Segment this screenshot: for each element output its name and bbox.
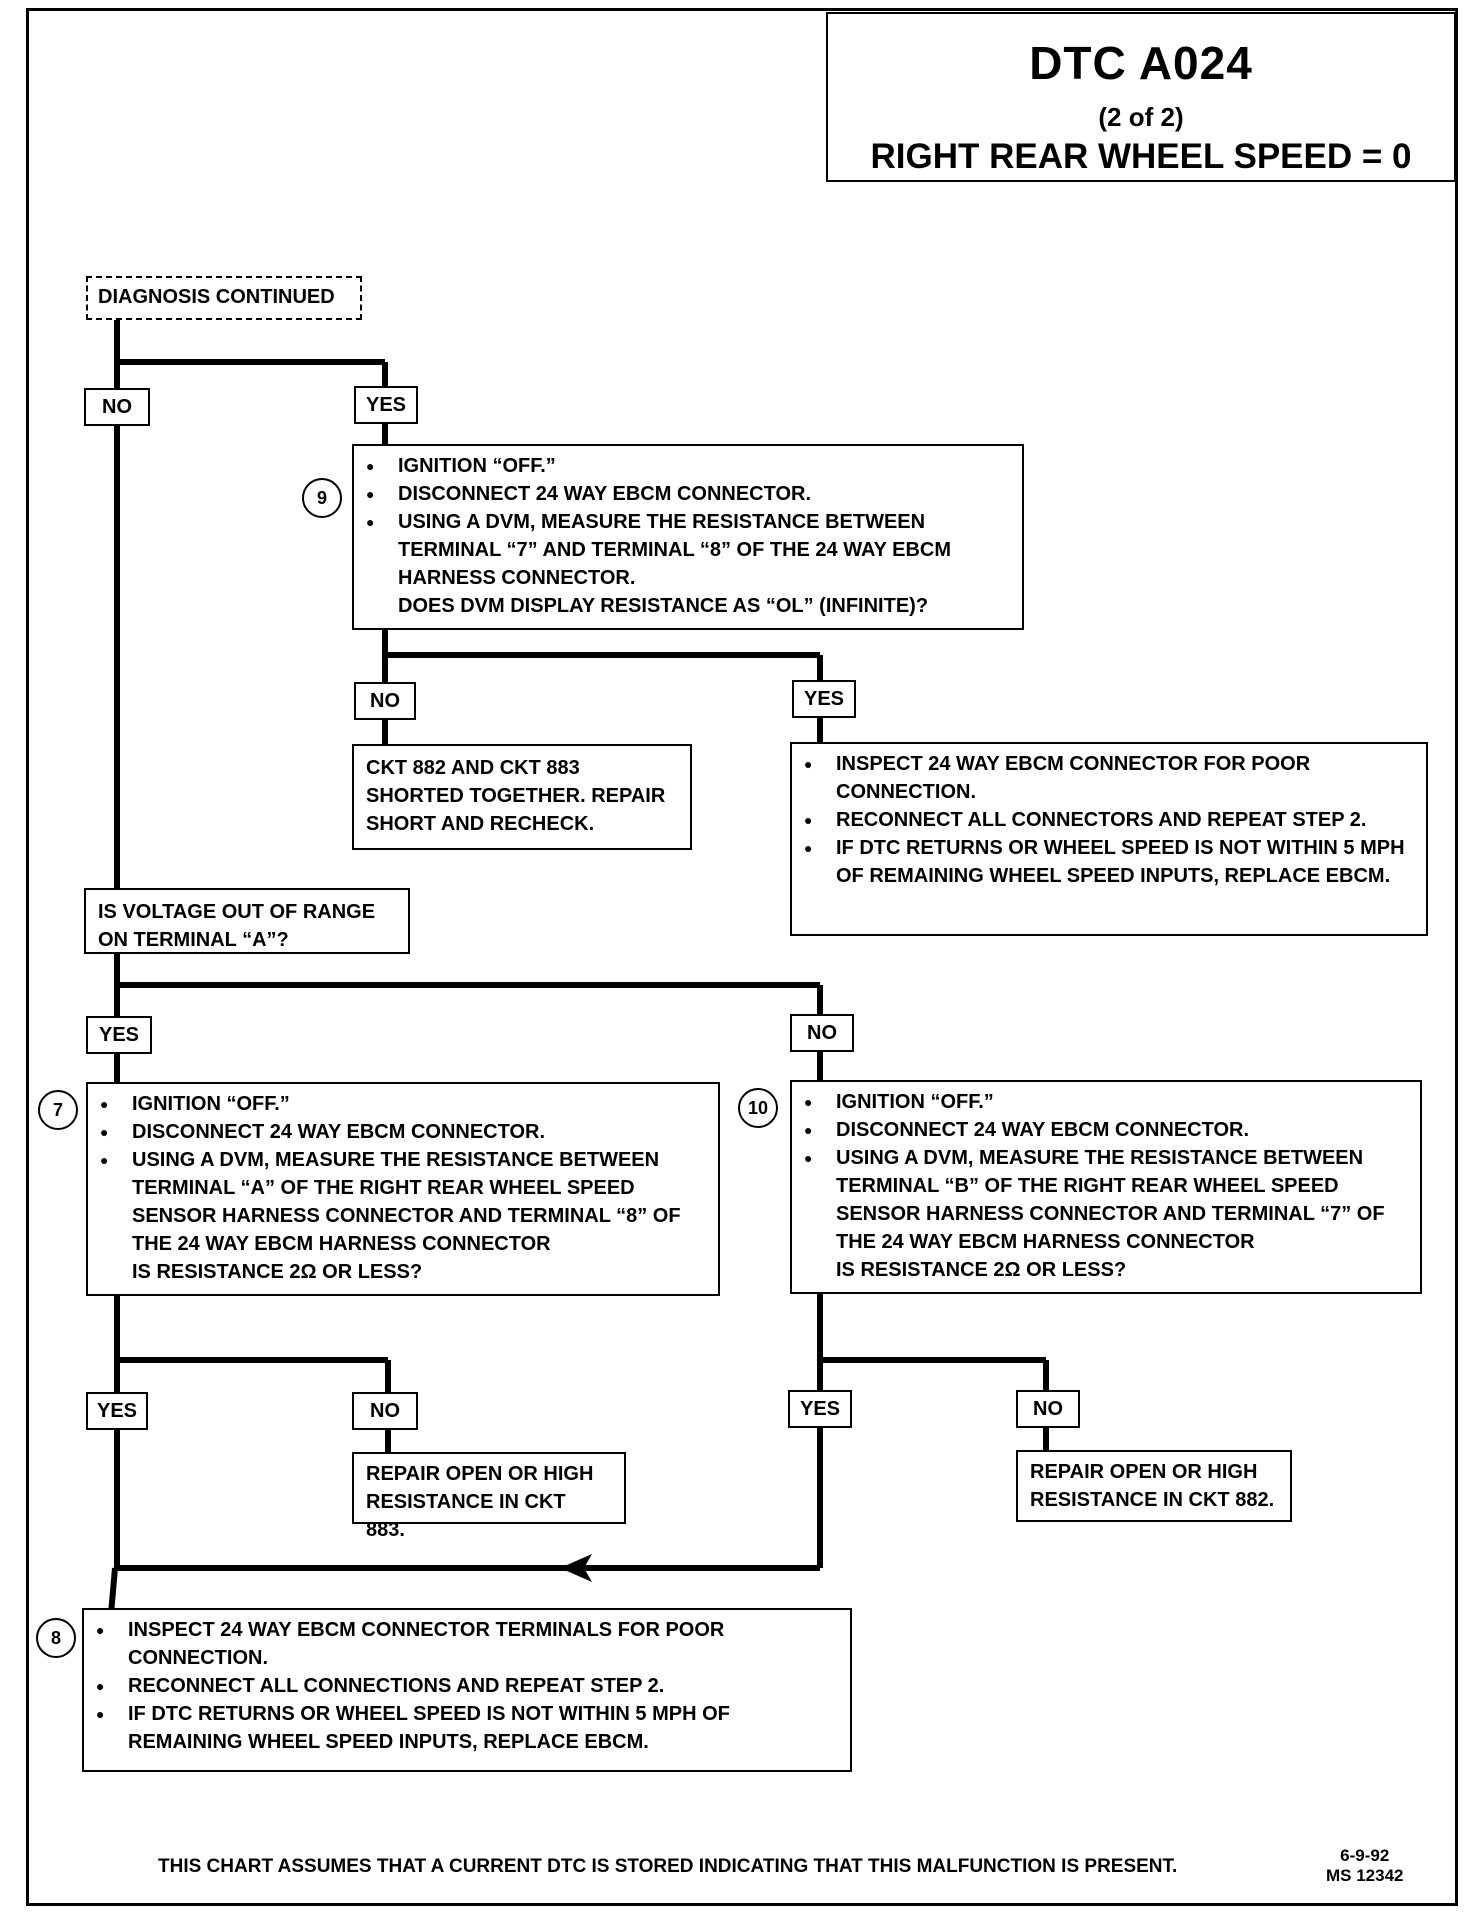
document-date: 6-9-92 [1340,1846,1390,1865]
dtc-code-title: DTC A024 [1029,37,1253,89]
branch-no-label: NO [352,1392,418,1430]
chart-footnote: THIS CHART ASSUMES THAT A CURRENT DTC IS… [158,1856,1178,1877]
document-stamp: 6-9-92 MS 12342 [1326,1846,1404,1886]
step-8-marker: 8 [36,1618,76,1658]
page-part: (2 of 2) [1098,102,1184,132]
branch-no-label: NO [354,682,416,720]
step-10-box: IGNITION “OFF.” DISCONNECT 24 WAY EBCM C… [790,1080,1422,1294]
step-9-bullet: USING A DVM, MEASURE THE RESISTANCE BETW… [354,508,1012,592]
step-10-bullet: DISCONNECT 24 WAY EBCM CONNECTOR. [792,1116,1410,1144]
title-block: DTC A024 (2 of 2) RIGHT REAR WHEEL SPEED… [826,12,1456,182]
voltage-question-box: IS VOLTAGE OUT OF RANGE ON TERMINAL “A”? [84,888,410,954]
step-9-bullet: DISCONNECT 24 WAY EBCM CONNECTOR. [354,480,1012,508]
repair-883-text: REPAIR OPEN OR HIGH RESISTANCE IN CKT 88… [366,1463,594,1541]
branch-yes-label: YES [86,1016,152,1054]
branch-yes-label: YES [86,1392,148,1430]
branch-no-label: NO [1016,1390,1080,1428]
short-together-text: CKT 882 AND CKT 883 SHORTED TOGETHER. RE… [366,757,666,835]
step-9-bullet: IGNITION “OFF.” [354,452,1012,480]
short-together-result: CKT 882 AND CKT 883 SHORTED TOGETHER. RE… [352,744,692,850]
step-10-question: IS RESISTANCE 2Ω OR LESS? [836,1259,1127,1281]
voltage-question-text: IS VOLTAGE OUT OF RANGE ON TERMINAL “A”? [98,901,376,951]
step-7-bullet: USING A DVM, MEASURE THE RESISTANCE BETW… [88,1146,708,1258]
branch-yes-label: YES [788,1390,852,1428]
flow-arrow-icon [560,1554,592,1582]
branch-yes-label: YES [792,680,856,718]
step-9-marker: 9 [302,478,342,518]
reconnect-bullet: RECONNECT ALL CONNECTORS AND REPEAT STEP… [792,806,1416,834]
branch-no-label: NO [790,1014,854,1052]
step-7-question: IS RESISTANCE 2Ω OR LESS? [132,1261,423,1283]
dtc-subtitle: RIGHT REAR WHEEL SPEED = 0 [870,137,1412,176]
step-8-bullet: INSPECT 24 WAY EBCM CONNECTOR TERMINALS … [84,1616,840,1672]
branch-no-label: NO [84,388,150,426]
diagnosis-continued-label: DIAGNOSIS CONTINUED [98,286,335,308]
step-10-bullet: USING A DVM, MEASURE THE RESISTANCE BETW… [792,1144,1410,1256]
repair-883-box: REPAIR OPEN OR HIGH RESISTANCE IN CKT 88… [352,1452,626,1541]
step-8-bullet: IF DTC RETURNS OR WHEEL SPEED IS NOT WIT… [84,1700,840,1756]
page-frame [26,8,1458,1906]
step-8-box: INSPECT 24 WAY EBCM CONNECTOR TERMINALS … [82,1608,852,1772]
step-7-marker: 7 [38,1090,78,1130]
step-7-bullet: IGNITION “OFF.” [88,1090,708,1118]
step-7-bullet: DISCONNECT 24 WAY EBCM CONNECTOR. [88,1118,708,1146]
step-10-marker: 10 [738,1088,778,1128]
document-code: MS 12342 [1326,1866,1404,1885]
step-9-yes-result: INSPECT 24 WAY EBCM CONNECTOR FOR POOR C… [790,742,1428,936]
step-10-bullet: IGNITION “OFF.” [792,1088,1410,1116]
repair-882-text: REPAIR OPEN OR HIGH RESISTANCE IN CKT 88… [1030,1461,1275,1511]
branch-yes-label: YES [354,386,418,424]
step-7-box: IGNITION “OFF.” DISCONNECT 24 WAY EBCM C… [86,1082,720,1296]
diagnosis-continued-node: DIAGNOSIS CONTINUED [86,276,362,320]
step-8-bullet: RECONNECT ALL CONNECTIONS AND REPEAT STE… [84,1672,840,1700]
repair-882-box: REPAIR OPEN OR HIGH RESISTANCE IN CKT 88… [1016,1450,1292,1522]
step-9-question: DOES DVM DISPLAY RESISTANCE AS “OL” (INF… [398,595,929,617]
replace-ebcm-bullet: IF DTC RETURNS OR WHEEL SPEED IS NOT WIT… [792,834,1416,890]
inspect-connector-bullet: INSPECT 24 WAY EBCM CONNECTOR FOR POOR C… [792,750,1416,806]
step-9-box: IGNITION “OFF.” DISCONNECT 24 WAY EBCM C… [352,444,1024,630]
